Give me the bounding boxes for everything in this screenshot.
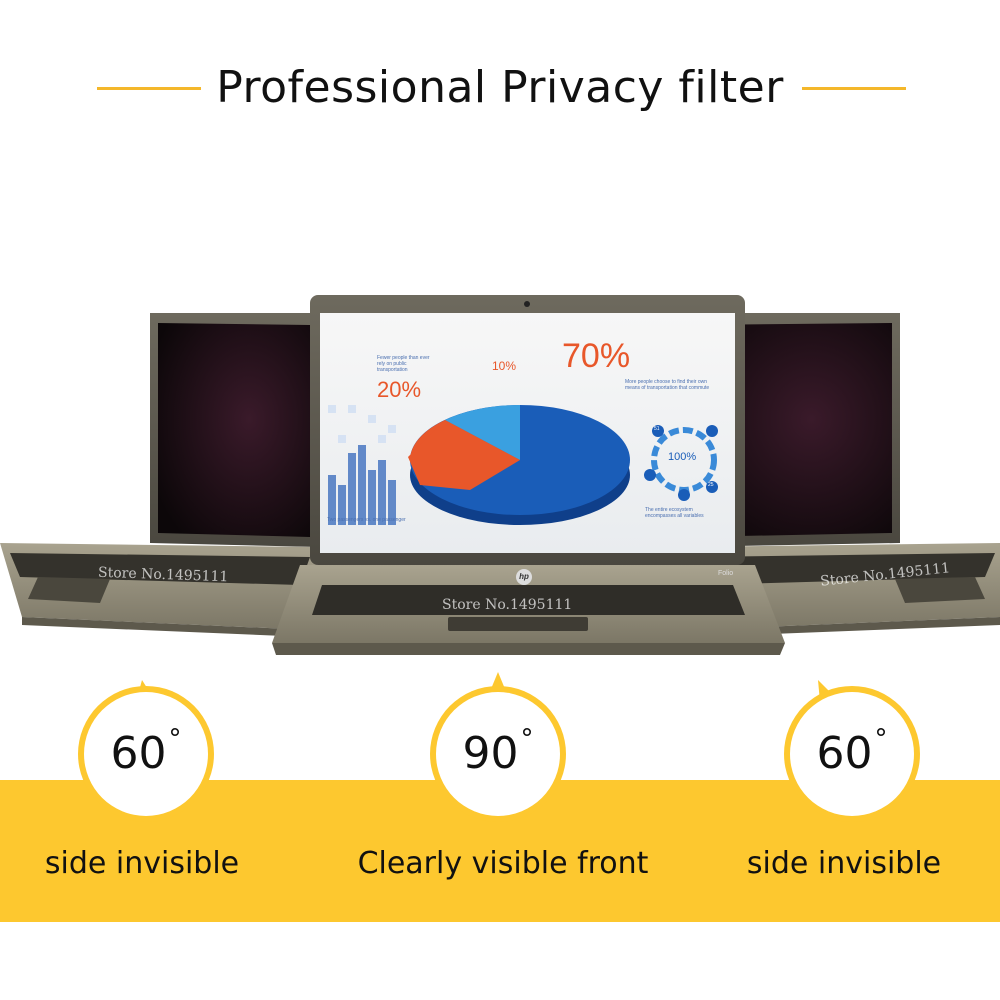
center-laptop (272, 295, 785, 655)
angle-callout-right: 60° (784, 680, 920, 822)
screen-pct-70: 70% (562, 337, 631, 375)
left-laptop (0, 313, 318, 637)
screen-pct-20: 20% (377, 377, 422, 402)
screen-note-top-right: More people choose to find their own mea… (625, 379, 710, 391)
watermark-center: Store No.1495111 (442, 597, 573, 613)
title-line-right (802, 87, 906, 90)
angle-value-left: 60° (110, 724, 182, 779)
title-line-left (97, 87, 201, 90)
speech-bubble-icon (78, 680, 214, 822)
caption-left: side invisible (44, 846, 240, 881)
hp-logo-text: hp (519, 572, 529, 581)
model-label: Folio (718, 570, 734, 577)
angle-value-center: 90° (462, 724, 534, 779)
ring-label-51: 51 (654, 426, 660, 432)
hp-logo-icon: hp (516, 569, 532, 585)
caption-right: side invisible (746, 846, 942, 881)
screen-pct-10: 10% (492, 359, 517, 373)
angle-value-right: 60° (816, 724, 888, 779)
screen-note-top-left: Fewer people than ever rely on public tr… (377, 355, 430, 373)
screen-pct-100: 100% (668, 451, 697, 463)
angle-callout-center: 90° (430, 672, 566, 822)
caption-center: Clearly visible front (357, 846, 649, 881)
screen-note-bottom-right: The entire ecosystem encompasses all var… (645, 507, 704, 519)
speech-bubble-icon (430, 672, 566, 822)
title-row: Professional Privacy filter (0, 58, 1000, 122)
laptops-illustration: 70% 20% 10% 100% Fewer people than ever … (0, 285, 1000, 670)
page-title: Professional Privacy filter (216, 62, 784, 113)
ring-label-25: 25 (708, 482, 714, 488)
laptops-svg (0, 295, 1000, 655)
speech-bubble-icon (784, 680, 920, 822)
screen-note-bottom-left: Two passengers vs. one passenger (327, 517, 406, 523)
angle-callout-left: 60° (78, 680, 214, 822)
